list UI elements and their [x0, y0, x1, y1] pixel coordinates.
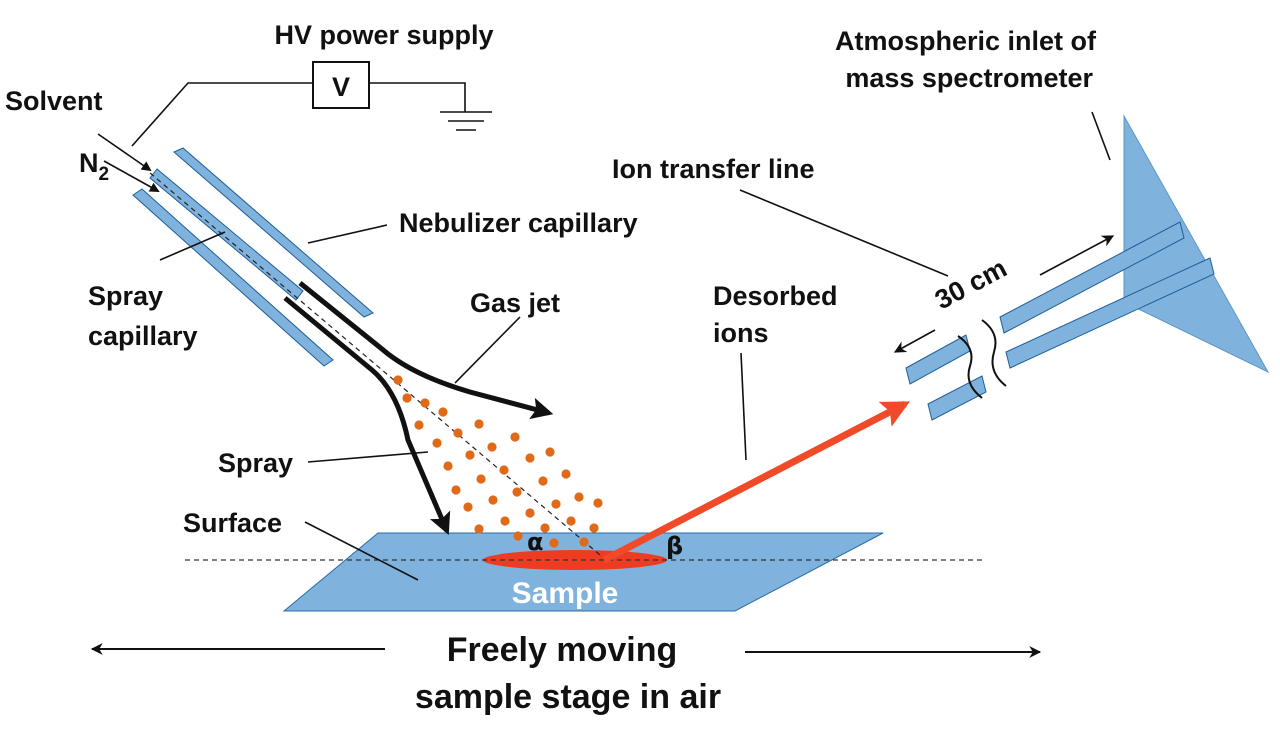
- surface-label: Surface: [183, 508, 282, 538]
- nebulizer-capillary-lower: [132, 188, 334, 367]
- tube-break-mark: [957, 335, 983, 399]
- droplet: [525, 508, 535, 518]
- voltage-label: V: [332, 72, 350, 102]
- voltage-box: [312, 61, 370, 109]
- droplet: [443, 461, 453, 471]
- droplet: [438, 407, 448, 417]
- surface-plane: [282, 532, 884, 612]
- spray-droplets: [393, 375, 603, 548]
- n2-inlet-arrow: [103, 160, 160, 192]
- n2-main: N: [79, 148, 99, 178]
- droplet: [476, 474, 486, 484]
- droplet: [561, 469, 571, 479]
- gas-jet-upper-path: [298, 281, 554, 420]
- desorbed-ions-label-line1: Desorbed: [713, 281, 838, 311]
- solvent-label: Solvent: [5, 86, 103, 116]
- spray-label: Spray: [218, 448, 293, 478]
- droplet: [465, 450, 475, 460]
- droplet: [474, 524, 484, 534]
- droplet: [432, 438, 442, 448]
- nebulizer-capillary-label: Nebulizer capillary: [399, 208, 638, 238]
- droplet: [487, 442, 497, 452]
- nebulizer-capillary-upper: [173, 147, 374, 318]
- desorbed-ions-arrow: [602, 400, 910, 564]
- sample-label: Sample: [512, 577, 619, 610]
- droplet: [499, 465, 509, 475]
- transfer-tube-upper-left: [905, 334, 971, 385]
- leader-nebulizer: [307, 224, 388, 244]
- droplet: [545, 447, 555, 457]
- spray-capillary-label-line1: Spray: [88, 281, 163, 311]
- droplet: [474, 419, 484, 429]
- droplet: [451, 485, 461, 495]
- leader-inlet: [1091, 111, 1111, 161]
- droplet: [540, 523, 550, 533]
- leader-ion-transfer: [739, 189, 949, 277]
- gas-jet-lower-path: [283, 296, 451, 536]
- droplet: [453, 428, 463, 438]
- leader-gas-jet: [454, 316, 521, 384]
- droplet: [593, 498, 603, 508]
- gas-jet-label: Gas jet: [470, 288, 560, 318]
- hv-wire-right: [369, 82, 466, 112]
- droplet: [549, 538, 559, 548]
- distance-arrow-left: [893, 329, 936, 353]
- droplet: [500, 516, 510, 526]
- ms-inlet-label-line1: Atmospheric inlet of: [835, 26, 1097, 56]
- droplet: [525, 453, 535, 463]
- spray-capillary-label-line2: capillary: [88, 321, 198, 351]
- ms-inlet-label-line2: mass spectrometer: [845, 63, 1093, 93]
- droplet: [513, 531, 523, 541]
- ground-icon: [440, 111, 492, 131]
- droplet: [566, 516, 576, 526]
- beta-angle-label: β: [666, 532, 683, 560]
- hv-wire-left: [131, 82, 313, 147]
- transfer-tube-upper-right: [999, 221, 1185, 334]
- hv-power-supply-label: HV power supply: [274, 20, 493, 50]
- droplet: [510, 432, 520, 442]
- leader-surface: [304, 521, 419, 581]
- leader-desorbed-ions: [740, 352, 747, 461]
- leader-spray-capillary: [159, 231, 226, 261]
- droplet: [551, 499, 561, 509]
- droplet: [463, 502, 473, 512]
- n2-subscript: 2: [99, 164, 110, 185]
- droplet: [574, 492, 584, 502]
- ion-transfer-line-label: Ion transfer line: [612, 154, 815, 184]
- droplet: [538, 476, 548, 486]
- droplet: [414, 420, 424, 430]
- distance-arrow-right: [1039, 235, 1115, 276]
- droplet: [402, 393, 412, 403]
- ms-inlet-cone: [1123, 114, 1270, 374]
- stage-label-line2: sample stage in air: [415, 678, 721, 716]
- droplet: [579, 537, 589, 547]
- droplet: [420, 398, 430, 408]
- tube-break-mark: [981, 319, 1007, 387]
- droplet: [393, 375, 403, 385]
- stage-label-line1: Freely moving: [447, 631, 678, 669]
- transfer-tube-lower-right: [1005, 257, 1215, 369]
- droplet: [488, 495, 498, 505]
- alpha-angle-label: α: [527, 528, 544, 556]
- droplet: [589, 523, 599, 533]
- desorbed-ions-label-line2: ions: [713, 318, 769, 348]
- leader-spray: [307, 451, 429, 463]
- distance-label: 30 cm: [930, 253, 1012, 315]
- n2-label: N2: [79, 148, 109, 185]
- solvent-inlet-arrow: [97, 133, 152, 172]
- droplet: [512, 487, 522, 497]
- transfer-tube-lower-left: [927, 375, 987, 421]
